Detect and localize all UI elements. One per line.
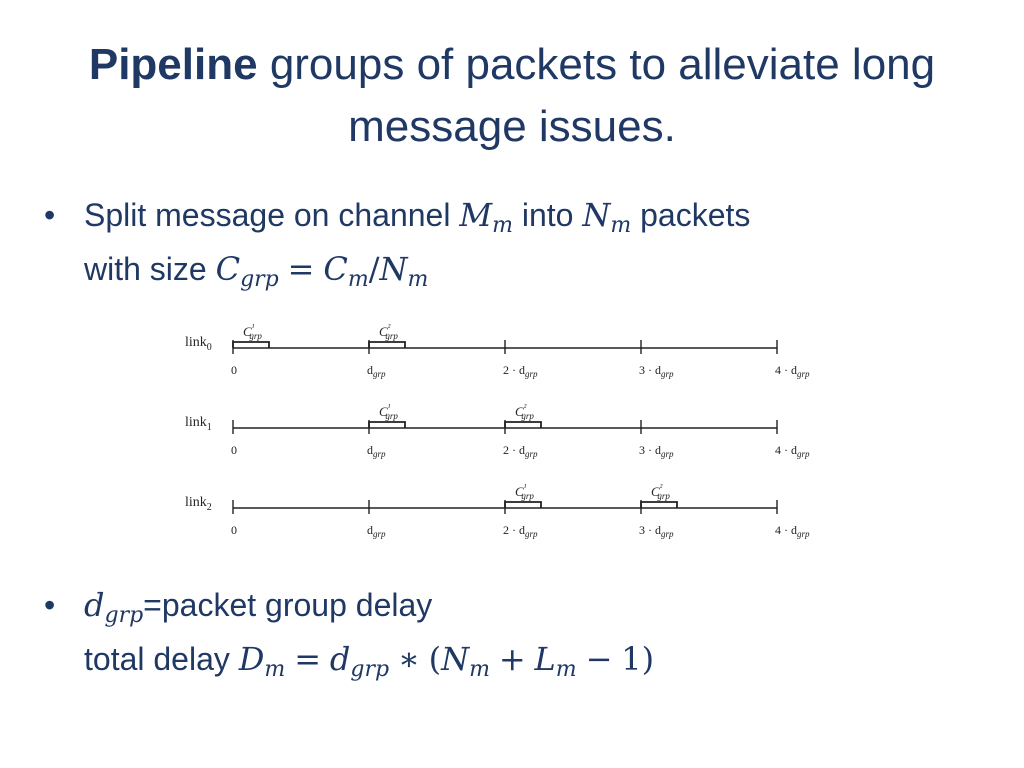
tick-label: 3 · dgrp [639,363,674,379]
bullet-marker: • [44,587,56,623]
packet-bracket [504,501,542,508]
bullet-marker: • [44,197,56,233]
tick-label: 2 · dgrp [503,363,538,379]
link-label: link0 [185,335,212,353]
math-dgrp2: dgrp [329,640,390,682]
title-rest: groups of packets to alleviate long mess… [269,40,936,151]
text-into: into [521,197,574,233]
text-packet-group-delay: =packet group delay [143,587,433,623]
math-slash: / [368,250,380,288]
tick-label: 3 · dgrp [639,523,674,539]
tick-label: 2 · dgrp [503,523,538,539]
math-Nm: Nm [379,250,429,292]
math-Cgrp: Cgrp [215,250,279,292]
tick-label: 4 · dgrp [775,363,810,379]
text-split: Split message on channel [84,197,451,233]
tick-label: 2 · dgrp [503,443,538,459]
math-N: Nm [582,196,632,238]
link-label: link2 [185,495,212,513]
math-open-paren: ( [428,640,442,678]
math-times: ∗ [397,640,420,678]
math-dgrp: dgrp [84,586,144,628]
math-equals: = [294,640,321,678]
math-Dm: Dm [238,640,286,682]
tick-label: 4 · dgrp [775,443,810,459]
text-total-delay: total delay [84,641,230,677]
text-with-size: with size [84,251,207,287]
math-equals: = [287,250,315,288]
math-close-paren: ) [641,640,655,678]
math-minus: − [585,640,613,678]
bullet-text: Split message on channel Mm into Nm pack… [84,188,994,296]
packet-bracket [368,421,406,428]
tick-label: 0 [231,443,237,457]
math-Nm: Nm [441,640,490,682]
tick-label: dgrp [367,363,386,379]
slide-title: Pipeline groups of packets to alleviate … [40,34,984,158]
title-bold: Pipeline [88,40,258,89]
math-plus: + [498,640,526,678]
tick-label: 3 · dgrp [639,443,674,459]
text-packets: packets [640,197,751,233]
packet-bracket [232,341,270,348]
tick-label: 0 [231,363,237,377]
tick-label: 4 · dgrp [775,523,810,539]
bullet-text: dgrp=packet group delay total delay Dm =… [84,578,994,686]
tick-label: 0 [231,523,237,537]
tick-label: dgrp [367,523,386,539]
link-label: link1 [185,415,212,433]
packet-bracket [640,501,678,508]
math-one: 1 [621,640,642,678]
packet-bracket [368,341,406,348]
packet-bracket [504,421,542,428]
tick-label: dgrp [367,443,386,459]
math-Cm: Cm [323,250,369,292]
math-M: Mm [459,196,513,238]
math-Lm: Lm [534,640,577,682]
